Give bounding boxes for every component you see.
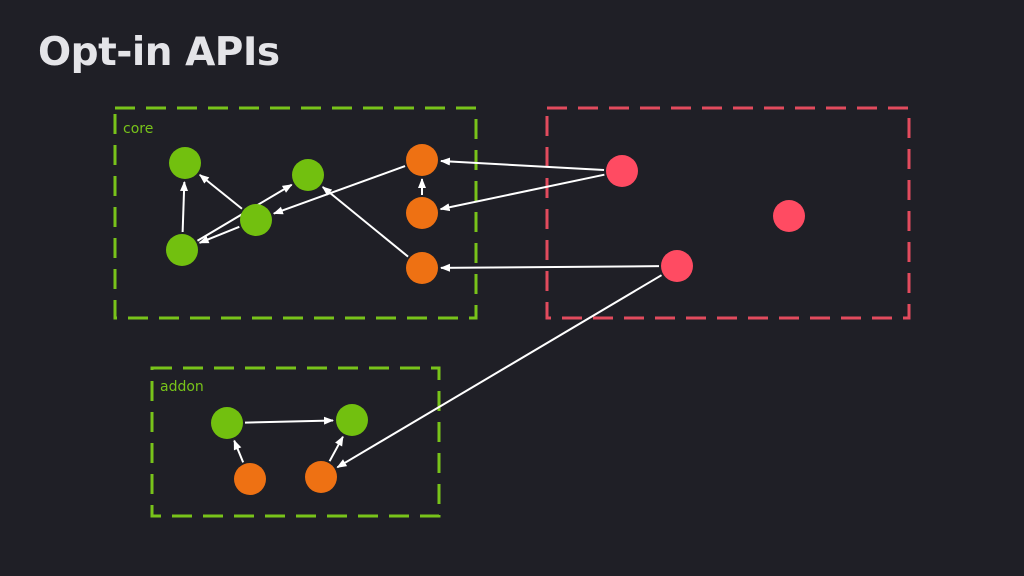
node-core-o2 xyxy=(406,197,438,229)
node-addon-g2 xyxy=(336,404,368,436)
node-ext-r1 xyxy=(606,155,638,187)
box-addon-label: addon xyxy=(160,379,204,395)
node-ext-r3 xyxy=(661,250,693,282)
edge-addon-g1-to-addon-g2 xyxy=(244,416,335,425)
node-core-g4 xyxy=(166,234,198,266)
node-ext-r2 xyxy=(773,200,805,232)
edge-core-g3-to-core-g4 xyxy=(198,225,240,244)
box-addon: addon xyxy=(150,366,441,518)
edge-ext-r1-to-core-o2 xyxy=(439,173,605,212)
nodes xyxy=(166,144,805,495)
edge-addon-o1-to-addon-g1 xyxy=(233,439,245,463)
edge-core-o3-to-core-g2 xyxy=(321,186,409,258)
node-addon-o1 xyxy=(234,463,266,495)
edge-ext-r1-to-core-o1 xyxy=(439,157,605,172)
node-addon-g1 xyxy=(211,407,243,439)
box-core-label: core xyxy=(123,121,153,137)
box-core: core xyxy=(113,106,478,320)
edge-ext-r2-to-core-o3 xyxy=(439,263,660,272)
node-core-g1 xyxy=(169,147,201,179)
edge-core-o1-to-core-g3 xyxy=(272,165,406,215)
box-external xyxy=(545,106,911,320)
edge-core-g4-to-core-g1 xyxy=(180,180,189,233)
node-core-g2 xyxy=(292,159,324,191)
edge-core-g3-to-core-g1 xyxy=(199,174,243,210)
node-addon-o2 xyxy=(305,461,337,493)
node-core-g3 xyxy=(240,204,272,236)
page-title: Opt-in APIs xyxy=(38,30,280,75)
node-core-o1 xyxy=(406,144,438,176)
edge-ext-r2-to-addon-o2 xyxy=(336,274,663,469)
node-core-o3 xyxy=(406,252,438,284)
edge-addon-o2-to-addon-g2 xyxy=(328,435,344,462)
